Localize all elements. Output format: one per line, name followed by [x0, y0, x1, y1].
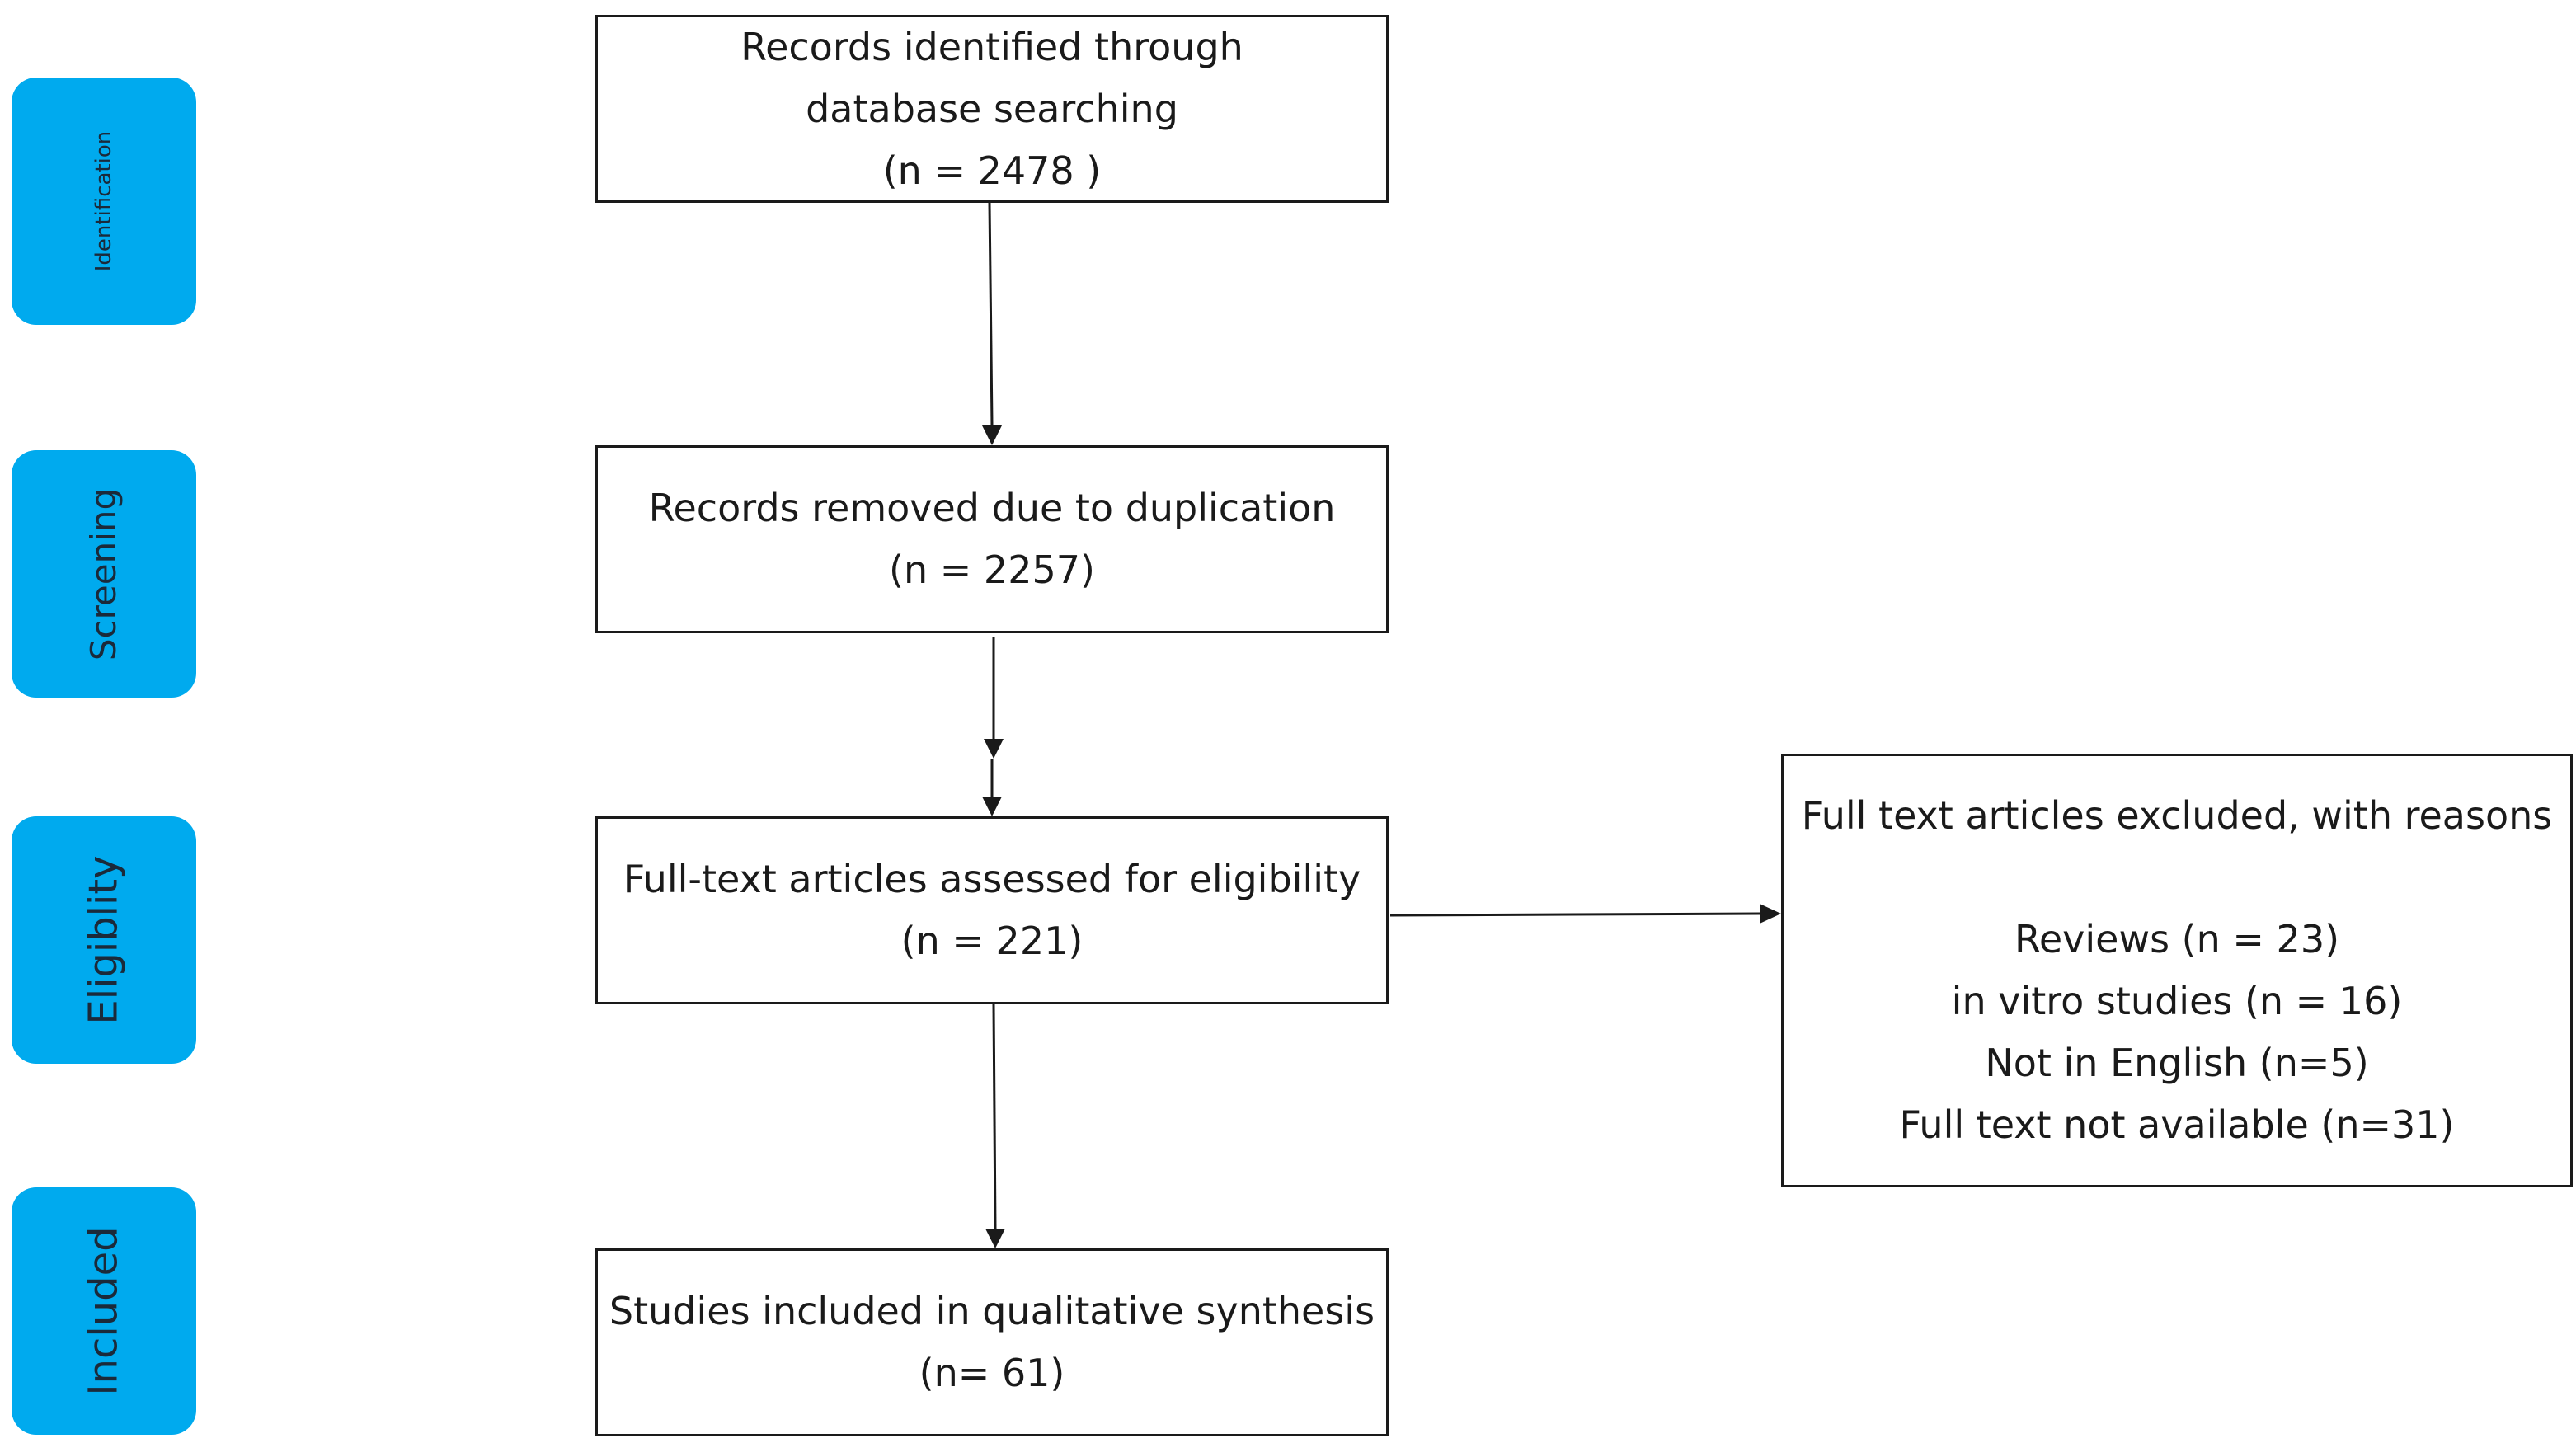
stage-eligibility: Eligiblity: [12, 816, 196, 1064]
stage-screening: Screening: [12, 450, 196, 698]
excluded-reason-no-fulltext: Full text not available (n=31): [1899, 1102, 2455, 1147]
arrow-assessed-to-included: [992, 1004, 997, 1229]
records-duplicates-count: (n = 2257): [889, 548, 1095, 592]
arrow-identified-to-duplicates: [988, 202, 994, 426]
excluded-reason-in-vitro: in vitro studies (n = 16): [1951, 979, 2403, 1023]
studies-included-count: (n= 61): [919, 1351, 1065, 1395]
records-identified-line1: Records identified through: [740, 24, 1243, 69]
records-identified-line2: database searching: [806, 86, 1178, 131]
arrowhead-duplicates: [982, 425, 1002, 445]
box-records-duplicates: Records removed due to duplication (n = …: [595, 445, 1389, 633]
stage-identification: Identification: [12, 78, 196, 325]
box-fulltext-excluded: Full text articles excluded, with reason…: [1781, 754, 2573, 1187]
box-fulltext-assessed: Full-text articles assessed for eligibil…: [595, 816, 1389, 1004]
excluded-reason-reviews: Reviews (n = 23): [2014, 917, 2340, 961]
arrowhead-included: [985, 1229, 1005, 1248]
excluded-title: Full text articles excluded, with reason…: [1801, 793, 2553, 838]
studies-included-line1: Studies included in qualitative synthesi…: [609, 1289, 1375, 1333]
arrowhead-excluded: [1760, 904, 1781, 924]
records-identified-count: (n = 2478 ): [882, 148, 1102, 193]
arrow-assessed-to-excluded: [1389, 912, 1760, 917]
fulltext-assessed-line1: Full-text articles assessed for eligibil…: [623, 857, 1361, 901]
fulltext-assessed-count: (n = 221): [900, 919, 1084, 963]
stage-included: Included: [12, 1187, 196, 1435]
arrowhead-mid: [984, 739, 1004, 759]
excluded-reason-not-english: Not in English (n=5): [1985, 1041, 2369, 1085]
box-studies-included: Studies included in qualitative synthesi…: [595, 1248, 1389, 1436]
records-duplicates-line1: Records removed due to duplication: [648, 486, 1336, 530]
box-records-identified: Records identified through database sear…: [595, 15, 1389, 203]
arrowhead-assessed: [982, 797, 1002, 816]
